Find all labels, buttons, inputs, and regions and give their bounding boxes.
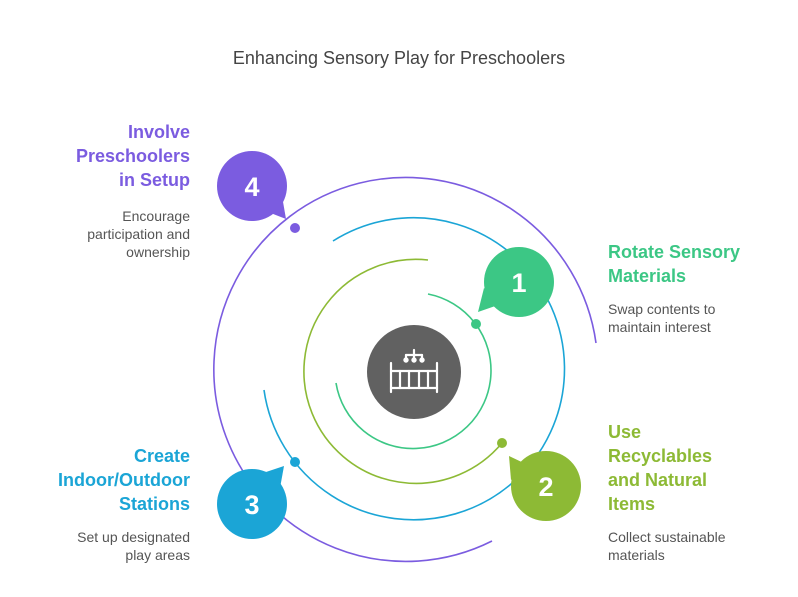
step-3-heading-line: Create [133,446,190,466]
step-1-heading-line: Rotate Sensory [608,242,741,262]
step-2-heading-line: Recyclables [608,446,713,466]
badge-number-1: 1 [511,268,526,298]
badge-2: 2 [509,451,581,521]
ring-3 [263,216,566,521]
step-2-heading-line: Items [608,494,656,514]
step-4-description: Encourage participation and ownership [87,207,190,261]
ring-1 [335,293,492,450]
step-2-desc-line: materials [608,547,665,563]
step-3-heading: Create Indoor/Outdoor Stations [58,444,190,516]
step-4-desc-line: participation and [87,226,190,242]
badge-1: 1 [478,247,554,317]
step-3-desc-line: play areas [125,547,190,563]
step-4-desc-line: ownership [126,244,190,260]
step-1-desc-line: maintain interest [608,319,711,335]
crib-icon [389,348,439,394]
step-1-description: Swap contents to maintain interest [608,300,715,336]
step-4-heading: Involve Preschoolers in Setup [76,120,190,192]
ring-2 [303,258,503,485]
badge-number-4: 4 [244,172,259,202]
step-4-heading-line: Involve [127,122,190,142]
step-1-heading-line: Materials [608,266,687,286]
step-2-desc-line: Collect sustainable [608,529,726,545]
step-1-desc-line: Swap contents to [608,301,716,317]
step-1-heading: Rotate Sensory Materials [608,240,740,288]
ring-dot-2 [497,438,507,448]
ring-dot-3 [290,457,300,467]
step-2-description: Collect sustainable materials [608,528,726,564]
badge-number-2: 2 [538,472,553,502]
step-3-description: Set up designated play areas [77,528,190,564]
badge-4: 4 [217,151,287,221]
step-4-heading-line: in Setup [119,170,190,190]
badge-number-3: 3 [244,490,259,520]
ring-dot-4 [290,223,300,233]
step-3-heading-line: Indoor/Outdoor [58,470,190,490]
step-2-heading-line: Use [608,422,642,442]
step-3-desc-line: Set up designated [77,529,190,545]
ring-4 [213,176,597,563]
ring-dot-1 [471,319,481,329]
step-2-heading-line: and Natural [608,470,708,490]
step-4-heading-line: Preschoolers [75,146,190,166]
step-4-desc-line: Encourage [122,208,190,224]
step-3-heading-line: Stations [118,494,190,514]
badge-3: 3 [217,466,287,539]
diagram-title: Enhancing Sensory Play for Preschoolers [232,48,566,68]
step-2-heading: Use Recyclables and Natural Items [608,420,712,516]
